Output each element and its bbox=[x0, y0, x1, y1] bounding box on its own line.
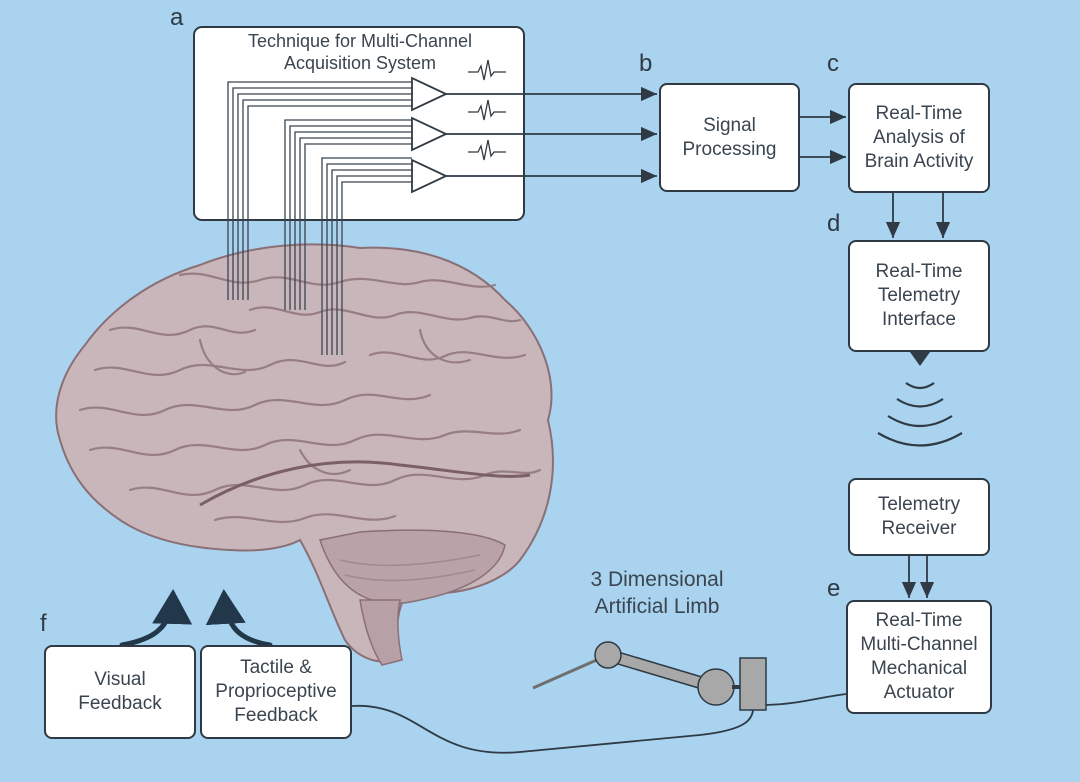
telemetry-interface-label: Real-Time Telemetry Interface bbox=[875, 261, 963, 330]
brain-illustration bbox=[55, 243, 554, 666]
label-e: e bbox=[827, 575, 841, 602]
amplifier-symbols bbox=[411, 76, 449, 194]
feedback-arrows bbox=[119, 589, 273, 648]
acquisition-box bbox=[193, 26, 525, 221]
label-c: c bbox=[827, 50, 839, 77]
transmitter-triangle bbox=[910, 352, 930, 366]
telemetry-interface-box: Real-Time Telemetry Interface bbox=[848, 240, 990, 352]
telemetry-receiver-box: Telemetry Receiver bbox=[848, 478, 990, 556]
feedback-cable bbox=[351, 693, 847, 754]
analysis-label: Real-Time Analysis of Brain Activity bbox=[864, 103, 974, 172]
radio-waves-icon bbox=[877, 382, 963, 447]
receiver-to-actuator-arrows bbox=[901, 556, 935, 598]
artificial-limb-illustration bbox=[532, 641, 767, 711]
acquisition-to-processing-arrows bbox=[446, 86, 657, 184]
analysis-to-telemetry-arrows bbox=[885, 193, 951, 238]
visual-feedback-box: Visual Feedback bbox=[44, 645, 196, 739]
artificial-limb-label: 3 Dimensional Artificial Limb bbox=[590, 568, 724, 618]
label-b: b bbox=[639, 50, 653, 77]
signal-processing-label: Signal Processing bbox=[682, 114, 777, 160]
telemetry-receiver-label: Telemetry Receiver bbox=[877, 494, 961, 539]
electrode-wires bbox=[227, 81, 412, 355]
actuator-label: Real-Time Multi-Channel Mechanical Actua… bbox=[860, 610, 978, 703]
label-a: a bbox=[170, 4, 184, 31]
visual-feedback-label: Visual Feedback bbox=[78, 669, 162, 714]
signal-processing-box: Signal Processing bbox=[659, 83, 800, 192]
label-d: d bbox=[827, 210, 841, 237]
label-f: f bbox=[40, 610, 47, 637]
tactile-feedback-label: Tactile & Proprioceptive Feedback bbox=[215, 657, 337, 726]
analysis-box: Real-Time Analysis of Brain Activity bbox=[848, 83, 990, 193]
tactile-feedback-box: Tactile & Proprioceptive Feedback bbox=[200, 645, 352, 739]
waveform-traces bbox=[468, 59, 506, 161]
processing-to-analysis-arrows bbox=[800, 109, 846, 165]
acquisition-title: Technique for Multi-Channel Acquisition … bbox=[247, 31, 473, 73]
actuator-box: Real-Time Multi-Channel Mechanical Actua… bbox=[846, 600, 992, 714]
